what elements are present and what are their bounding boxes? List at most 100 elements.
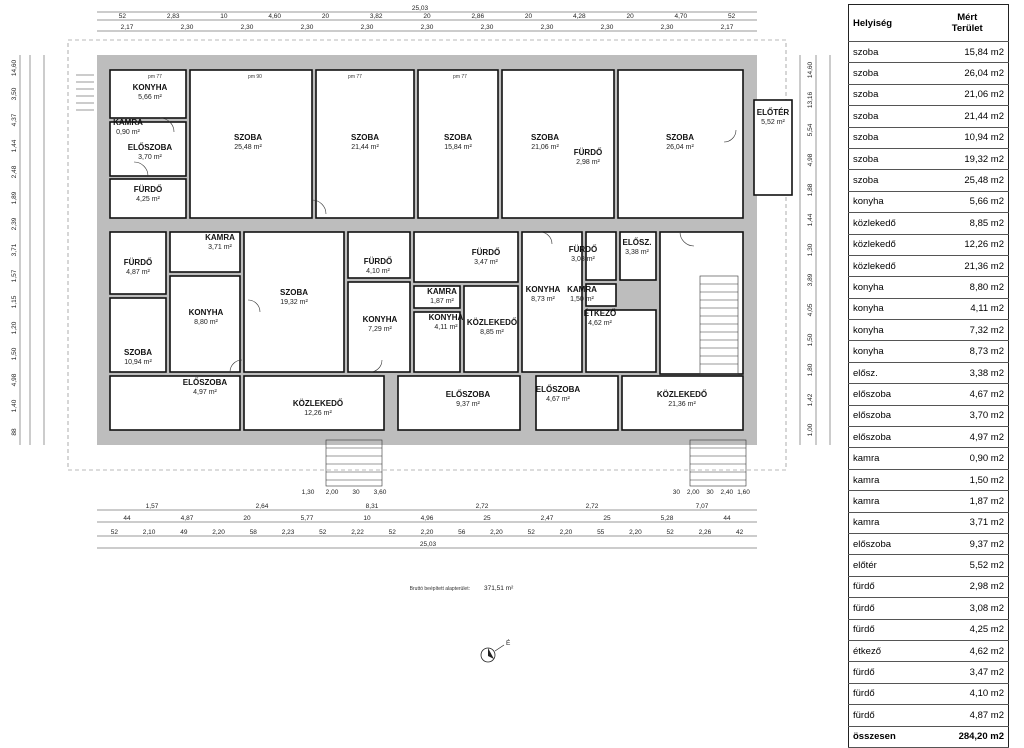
room-area: 8,85 m² bbox=[480, 329, 504, 336]
room-type: fürdő bbox=[848, 704, 927, 727]
room-area: 25,48 m² bbox=[234, 144, 262, 151]
room-type: szoba bbox=[848, 84, 927, 107]
room-name: ELŐSZ. bbox=[623, 238, 652, 247]
dim-label: 2,22 bbox=[351, 529, 364, 536]
room-area-value: 4,87 m2 bbox=[926, 704, 1009, 727]
north-label: É bbox=[506, 638, 511, 647]
room-type: fürdő bbox=[848, 597, 927, 620]
dim-label: 1,57 bbox=[11, 269, 18, 282]
dim-label: 2,30 bbox=[661, 24, 674, 31]
window-label: pm 90 bbox=[248, 74, 262, 80]
room-area: 3,47 m² bbox=[474, 259, 498, 266]
room-area: 4,67 m² bbox=[546, 396, 570, 403]
room-type: előszoba bbox=[848, 405, 927, 428]
dim-label: 42 bbox=[736, 529, 744, 536]
total-label: összesen bbox=[848, 726, 927, 748]
room-area: 8,73 m² bbox=[531, 296, 555, 303]
room-type: fürdő bbox=[848, 661, 927, 684]
dim-label: 2,30 bbox=[361, 24, 374, 31]
dim-label: 14,60 bbox=[807, 61, 814, 78]
room-name: FÜRDŐ bbox=[134, 185, 162, 194]
room-name: FÜRDŐ bbox=[574, 148, 602, 157]
dim-label: 2,20 bbox=[629, 529, 642, 536]
dim-label: 5,28 bbox=[661, 515, 674, 522]
dim-label: 1,60 bbox=[737, 489, 750, 496]
dim-label: 2,40 bbox=[720, 489, 733, 496]
room-type: elősz. bbox=[848, 362, 927, 385]
dim-label: 2,83 bbox=[167, 13, 180, 20]
room-type: fürdő bbox=[848, 576, 927, 599]
dim-label: 2,47 bbox=[541, 515, 554, 522]
room-type: előszoba bbox=[848, 383, 927, 406]
dim-label: 1,15 bbox=[11, 295, 18, 308]
dim-label: 52 bbox=[119, 13, 127, 20]
dim-label: 20 bbox=[322, 13, 330, 20]
room-area-value: 15,84 m2 bbox=[926, 41, 1009, 64]
room-type: konyha bbox=[848, 319, 927, 342]
room-area-value: 21,36 m2 bbox=[926, 255, 1009, 278]
total-row: összesen 284,20 m2 bbox=[848, 726, 1009, 748]
room-area: 5,66 m² bbox=[138, 94, 162, 101]
dim-label: 8,31 bbox=[366, 503, 379, 510]
room-area: 19,32 m² bbox=[280, 299, 308, 306]
dim-label: 30 bbox=[352, 489, 360, 496]
dim-label: 10 bbox=[220, 13, 228, 20]
room-type: közlekedő bbox=[848, 212, 927, 235]
room-area: 1,50 m² bbox=[570, 296, 594, 303]
room-name: KONYHA bbox=[363, 315, 398, 324]
bottom-dimension-lines bbox=[97, 509, 757, 549]
dim-label: 52 bbox=[528, 529, 536, 536]
dim-label: 2,30 bbox=[421, 24, 434, 31]
dim-label: 30 bbox=[673, 489, 681, 496]
area-row: elősz.3,38 m2 bbox=[848, 362, 1009, 385]
dim-label: 30 bbox=[706, 489, 714, 496]
room-area-value: 10,94 m2 bbox=[926, 127, 1009, 149]
room-area-value: 8,73 m2 bbox=[926, 340, 1009, 363]
dim-label: 2,10 bbox=[143, 529, 156, 536]
room-name: KAMRA bbox=[567, 285, 597, 294]
dim-label: 52 bbox=[319, 529, 327, 536]
dim-label: 2,26 bbox=[699, 529, 712, 536]
room-type: szoba bbox=[848, 41, 927, 64]
window-label: pm 77 bbox=[453, 74, 467, 80]
side-dimension-lines bbox=[19, 55, 831, 445]
dim-label: 52 bbox=[111, 529, 119, 536]
dim-label: 52 bbox=[667, 529, 675, 536]
dim-label: 2,72 bbox=[476, 503, 489, 510]
dim-label: 3,82 bbox=[370, 13, 383, 20]
room-type: konyha bbox=[848, 340, 927, 363]
room-name: KAMRA bbox=[205, 233, 235, 242]
room-name: ELŐTÉR bbox=[757, 108, 790, 117]
room-name: FÜRDŐ bbox=[364, 257, 392, 266]
room-name: FÜRDŐ bbox=[569, 245, 597, 254]
room-area-value: 7,32 m2 bbox=[926, 319, 1009, 342]
dim-label: 58 bbox=[250, 529, 258, 536]
dim-left-column: 14,603,504,371,442,481,892,393,711,571,1… bbox=[11, 59, 18, 435]
room-type: közlekedő bbox=[848, 234, 927, 256]
room-type: közlekedő bbox=[848, 255, 927, 278]
room-name: FÜRDŐ bbox=[124, 258, 152, 267]
room-area-value: 4,97 m2 bbox=[926, 426, 1009, 449]
room-area: 3,71 m² bbox=[208, 244, 232, 251]
room-area-value: 9,37 m2 bbox=[926, 533, 1009, 556]
dim-label: 20 bbox=[423, 13, 431, 20]
staircase-right bbox=[699, 275, 739, 375]
room-name: ELŐSZOBA bbox=[536, 385, 581, 394]
room-area: 7,29 m² bbox=[368, 326, 392, 333]
room-area: 9,37 m² bbox=[456, 401, 480, 408]
room-area-value: 0,90 m2 bbox=[926, 447, 1009, 470]
dim-label: 4,37 bbox=[11, 113, 18, 126]
